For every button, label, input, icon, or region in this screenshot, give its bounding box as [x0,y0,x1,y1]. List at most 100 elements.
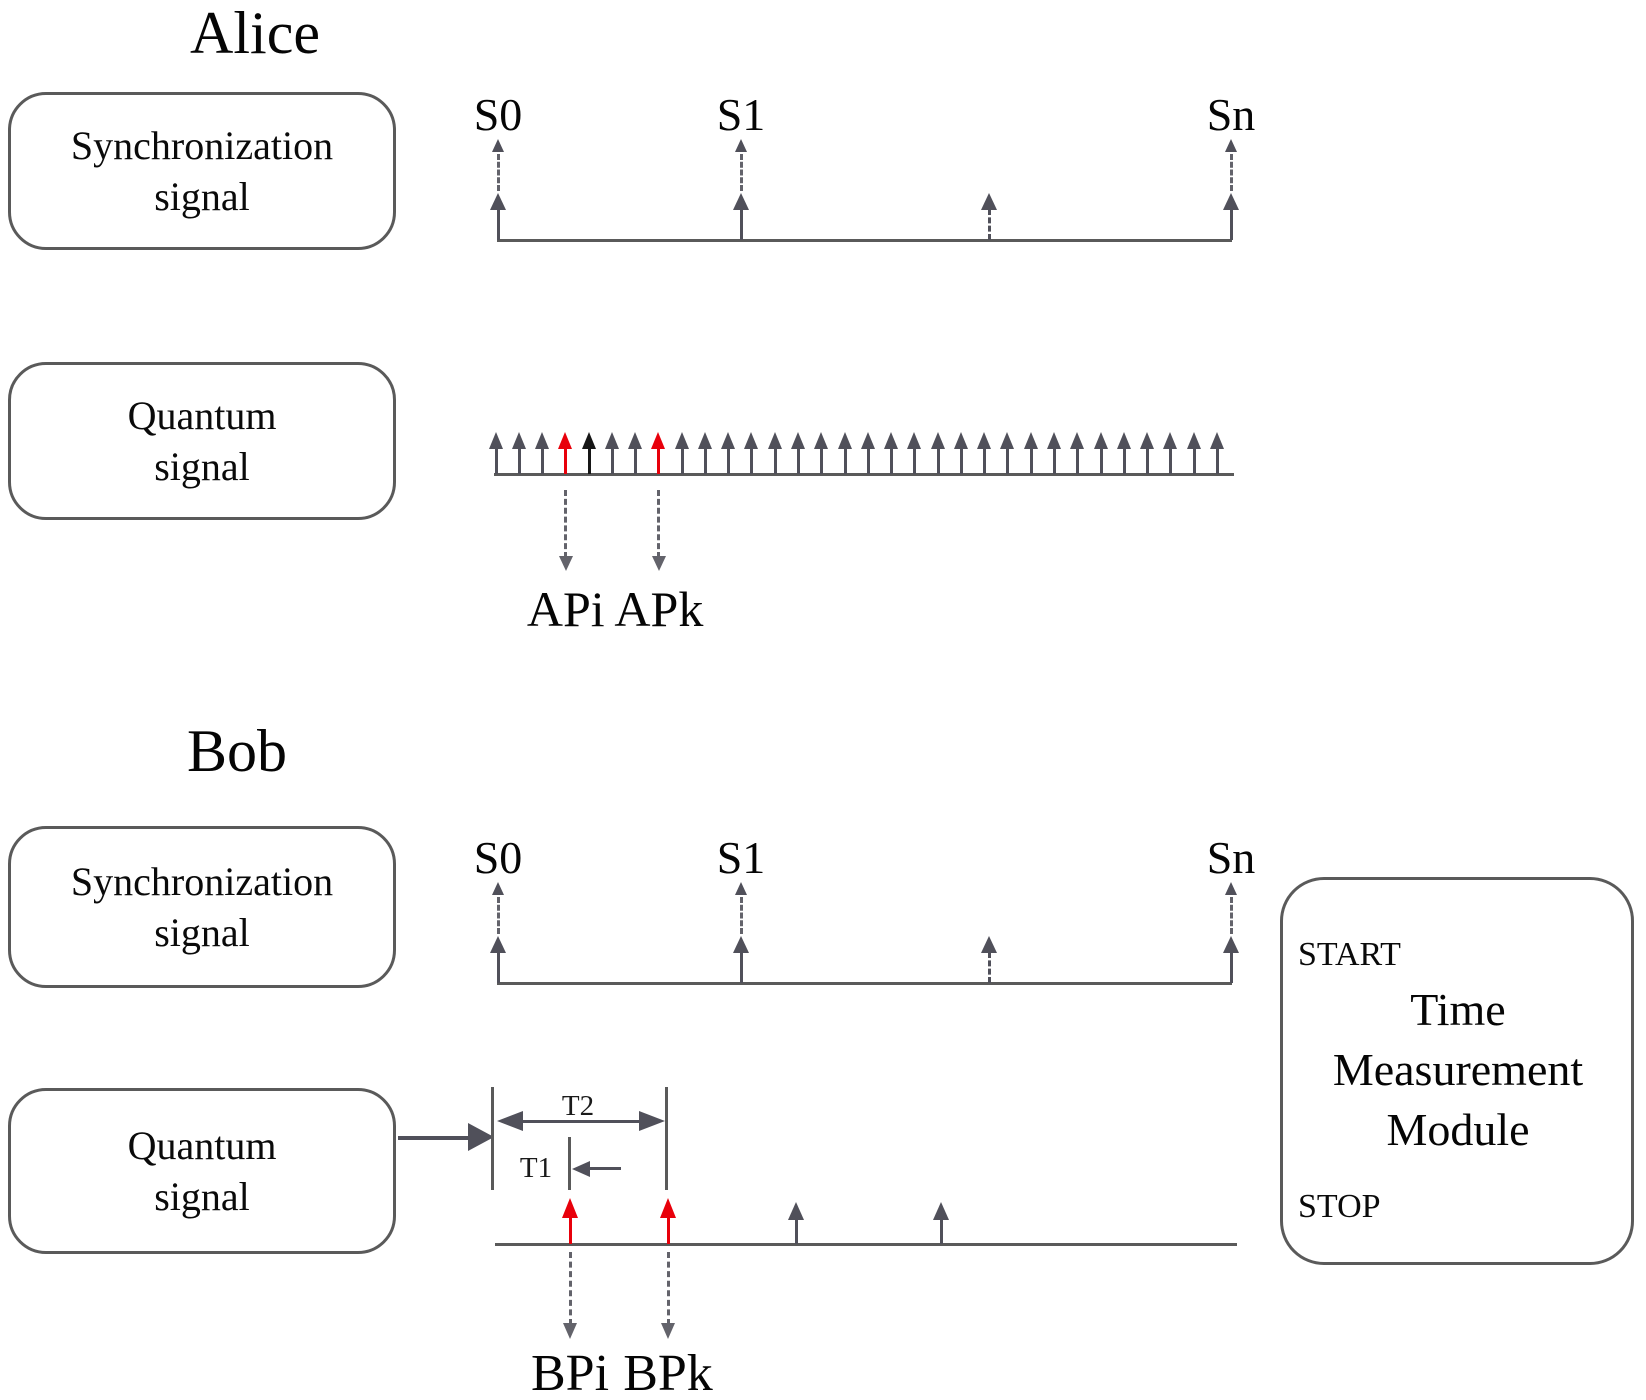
alice-pulse-arrow-stem [866,448,870,474]
bob-quantum-box-line2: signal [154,1174,250,1219]
alice-quantum-box: Quantum signal [8,362,396,520]
bob-pulse-arrow-head-icon [933,1202,949,1220]
alice-detection-label: APk [614,581,704,637]
alice-pulse-arrow-head-icon [1116,432,1131,449]
alice-red-pulse-arrow-head-icon [651,432,666,449]
module-title-line3: Module [1386,1103,1530,1155]
alice-pulse-arrow-head-icon [907,432,922,449]
alice-pulse-arrow-head-icon [511,432,526,449]
alice-black-pulse-arrow-head-icon [581,432,596,449]
alice-pulse-arrow-stem [541,448,545,474]
alice-sync-tick-label: S1 [716,89,766,140]
alice-pulse-arrow-stem [1006,448,1010,474]
t1-arrow-line [585,1167,621,1170]
alice-sync-pulse-arrow-head-icon [490,193,506,210]
bob-pulse-arrow-head-icon [788,1202,804,1220]
alice-pulse-arrow-head-icon [767,432,782,449]
t1-label: T1 [519,1152,553,1184]
bob-detection-dashed-arrow-head-icon [562,1323,577,1339]
bob-sync-box: Synchronization signal [8,826,396,988]
alice-pulse-arrow-stem [936,448,940,474]
alice-pulse-arrow-head-icon [837,432,852,449]
bob-sync-tick-label: S0 [473,832,523,883]
time-measurement-module-box [1280,877,1634,1265]
alice-sync-upper-dashed-arrow-stem [739,154,743,191]
alice-sync-baseline [497,239,1232,242]
alice-sync-pulse-arrow-head-icon [1223,193,1239,210]
bob-sync-upper-dashed-arrow-stem [496,897,500,934]
alice-pulse-arrow-head-icon [1046,432,1061,449]
bob-sync-tick-label: Sn [1206,832,1256,883]
alice-pulse-arrow-stem [983,448,987,474]
bob-sync-tick-label: S1 [716,832,766,883]
bob-quantum-box: Quantum signal [8,1088,396,1254]
alice-pulse-arrow-head-icon [744,432,759,449]
bob-quantum-box-line1: Quantum [127,1122,277,1168]
bob-sync-pulse-arrow-head-icon [981,936,997,953]
alice-pulse-arrow-stem [913,448,917,474]
alice-pulse-arrow-stem [1215,448,1219,474]
alice-sync-pulse-arrow-stem [496,209,500,240]
alice-detection-dashed-arrow-head-icon [558,556,573,571]
alice-pulse-arrow-head-icon [1186,432,1201,449]
alice-pulse-arrow-head-icon [674,432,689,449]
alice-pulse-arrow-head-icon [930,432,945,449]
bob-detection-dashed-arrow-stem [568,1252,572,1325]
bob-sync-pulse-arrow-head-icon [733,936,749,953]
bob-sync-pulse-arrow-stem [1229,952,1233,983]
alice-pulse-arrow-stem [494,448,498,474]
alice-pulse-arrow-stem [1052,448,1056,474]
bob-detection-label: BPi [530,1345,610,1400]
t2-arrow-right-head-icon [639,1111,665,1131]
alice-pulse-arrow-stem [1099,448,1103,474]
alice-pulse-arrow-stem [703,448,707,474]
alice-quantum-baseline [494,473,1234,476]
bob-pulse-arrow-stem [939,1219,943,1244]
alice-pulse-arrow-head-icon [953,432,968,449]
alice-pulse-arrow-head-icon [697,432,712,449]
alice-sync-upper-dashed-arrow-head-icon [1224,139,1237,152]
t1-bar [568,1137,571,1190]
bob-pulse-arrow-stem [794,1219,798,1244]
alice-pulse-arrow-stem [517,448,521,474]
alice-pulse-arrow-stem [820,448,824,474]
alice-pulse-arrow-stem [843,448,847,474]
alice-pulse-arrow-stem [1192,448,1196,474]
alice-sync-pulse-arrow-stem [1229,209,1233,240]
module-title-line2: Measurement [1332,1043,1584,1095]
bob-sync-pulse-arrow-head-icon [490,936,506,953]
alice-pulse-arrow-head-icon [860,432,875,449]
bob-sync-upper-dashed-arrow-head-icon [1224,882,1237,895]
alice-pulse-arrow-head-icon [628,432,643,449]
bob-detection-dashed-arrow-head-icon [660,1323,675,1339]
alice-pulse-arrow-head-icon [604,432,619,449]
alice-pulse-arrow-stem [890,448,894,474]
alice-sync-pulse-arrow-head-icon [733,193,749,210]
bob-sync-pulse-arrow-head-icon [1223,936,1239,953]
bob-red-detection-arrow-head-icon [561,1198,578,1218]
alice-sync-tick-label: S0 [473,89,523,140]
alice-pulse-arrow-head-icon [721,432,736,449]
alice-pulse-arrow-head-icon [1000,432,1015,449]
alice-red-pulse-arrow-stem [657,448,661,474]
bob-sync-upper-dashed-arrow-head-icon [491,882,504,895]
alice-pulse-arrow-stem [1122,448,1126,474]
alice-sync-box: Synchronization signal [8,92,396,250]
alice-pulse-arrow-head-icon [488,432,503,449]
alice-detection-dashed-arrow-head-icon [651,556,666,571]
alice-pulse-arrow-head-icon [1163,432,1178,449]
bob-quantum-baseline [495,1243,1237,1246]
alice-sync-upper-dashed-arrow-stem [496,154,500,191]
alice-title: Alice [190,0,320,66]
alice-sync-upper-dashed-arrow-head-icon [491,139,504,152]
bob-sync-pulse-arrow-stem [987,952,991,983]
bob-sync-pulse-arrow-stem [496,952,500,983]
alice-pulse-arrow-stem [797,448,800,474]
bob-title: Bob [186,718,288,784]
alice-pulse-arrow-stem [634,448,638,474]
alice-pulse-arrow-stem [610,448,614,474]
alice-sync-upper-dashed-arrow-head-icon [734,139,747,152]
alice-sync-tick-label: Sn [1206,89,1256,140]
alice-pulse-arrow-head-icon [977,432,992,449]
